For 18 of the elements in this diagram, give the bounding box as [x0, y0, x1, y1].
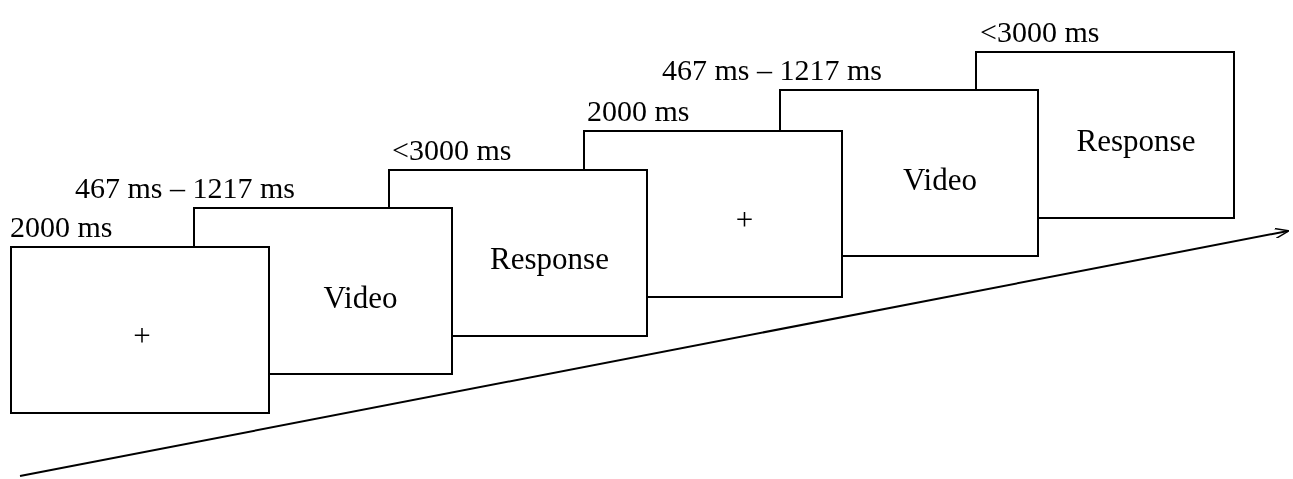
screen-box: [1039, 51, 1235, 219]
screen-box: [453, 169, 648, 337]
duration-label: <3000 ms: [980, 17, 1100, 47]
duration-label: <3000 ms: [392, 135, 512, 165]
screen-box: [843, 89, 1039, 257]
duration-label: 467 ms – 1217 ms: [662, 55, 883, 85]
screen-box: [270, 207, 453, 375]
stimulus-text: Video: [903, 163, 977, 195]
stimulus-text: Response: [1076, 124, 1196, 156]
duration-label: 467 ms – 1217 ms: [75, 173, 296, 203]
stimulus-text: Response: [490, 242, 609, 274]
duration-label: 2000 ms: [10, 212, 113, 242]
stimulus-text: Video: [323, 281, 398, 313]
screen-box: [10, 246, 270, 414]
stimulus-text: +: [133, 319, 151, 351]
screen-box: [648, 130, 843, 298]
duration-label: 2000 ms: [587, 96, 690, 126]
stimulus-text: +: [735, 203, 754, 235]
